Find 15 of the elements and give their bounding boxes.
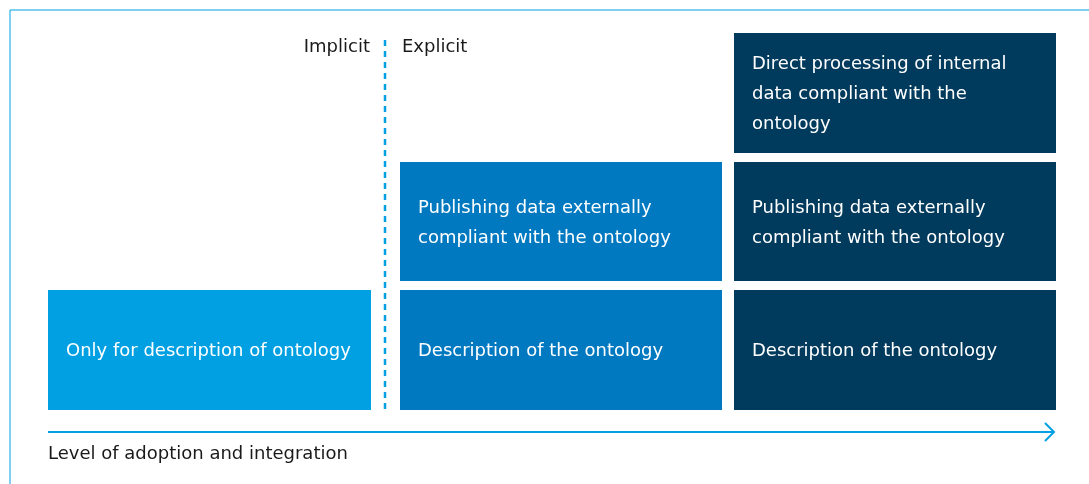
axis-label: Level of adoption and integration	[48, 442, 348, 463]
stage-box	[734, 33, 1056, 153]
stage-box	[400, 162, 722, 281]
stage-box	[400, 290, 722, 410]
stage-text: Only for description of ontology	[66, 338, 351, 362]
stage-box	[734, 290, 1056, 410]
stage-text: Publishing data externally compliant with the ontology	[752, 194, 1006, 249]
column-heading: Explicit	[402, 35, 468, 56]
stage-text: Publishing data externally compliant with the ontology	[418, 194, 672, 249]
column-heading: Implicit	[303, 35, 370, 56]
stage-box	[48, 290, 371, 410]
stage-text: Description of the ontology	[752, 338, 998, 362]
stage-text: Description of the ontology	[418, 338, 664, 362]
stage-text: Direct processing of internal data compliant with the ontology	[752, 51, 1008, 135]
stage-box	[734, 162, 1056, 281]
